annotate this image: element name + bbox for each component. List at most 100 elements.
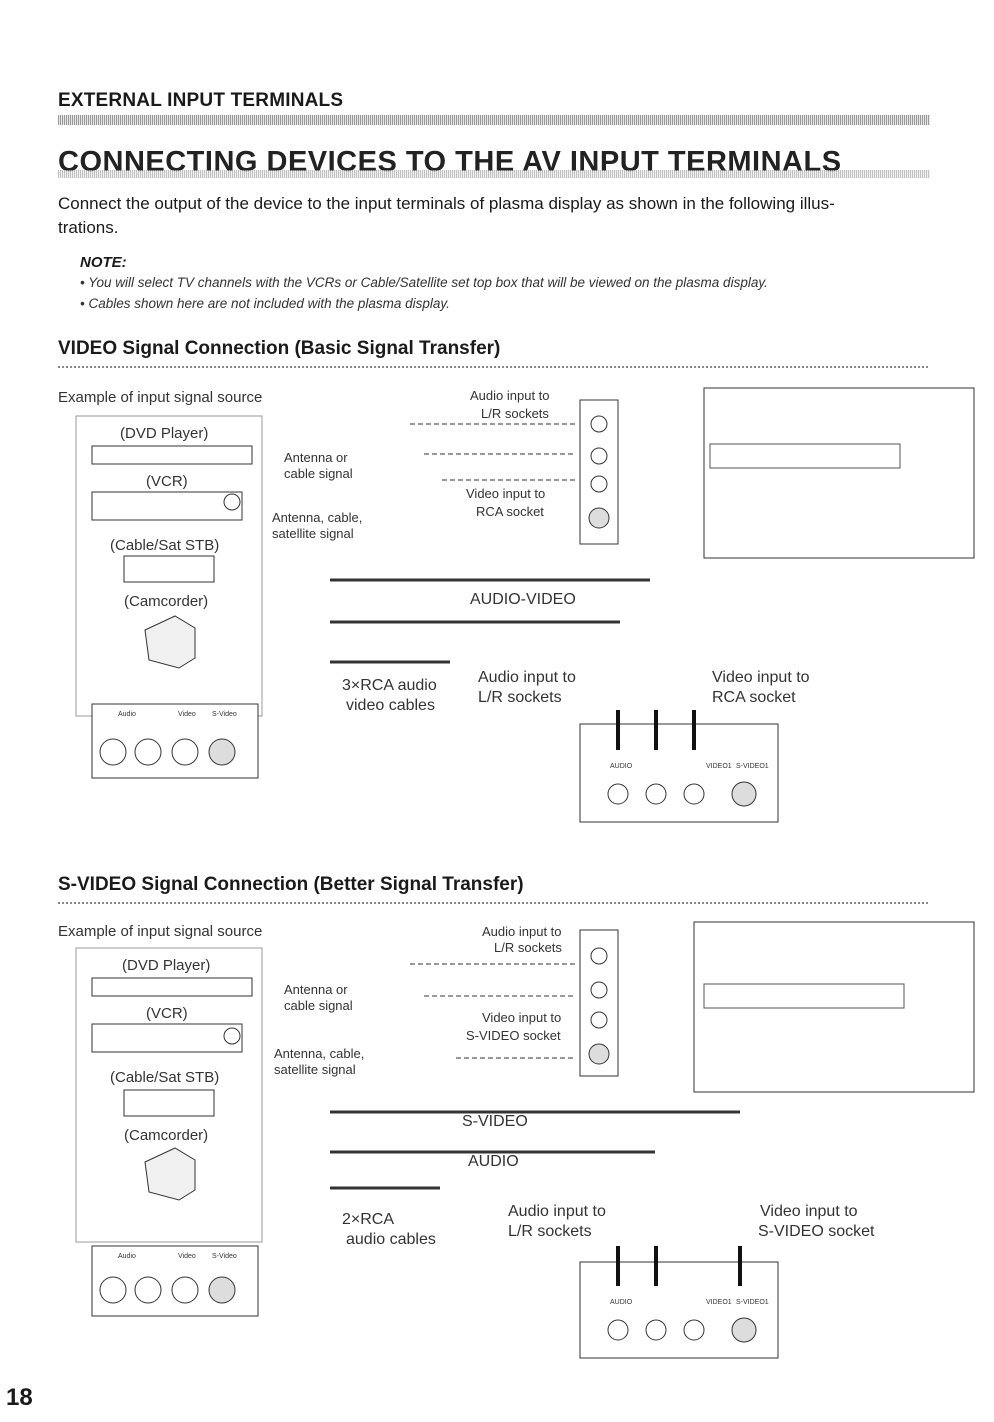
panel-label-svideo1: S-VIDEO1 — [736, 1299, 769, 1306]
svideo-section-rule — [58, 902, 930, 904]
panel-label-video1: VIDEO1 — [706, 1299, 732, 1306]
antenna2-label-2: satellite signal — [274, 1062, 356, 1077]
top-video-label-2: RCA socket — [476, 504, 544, 519]
side-jack-l-icon — [590, 981, 608, 999]
top-audio-label-2: L/R sockets — [494, 940, 562, 955]
panel-jack-video-icon — [683, 783, 705, 805]
panel-label-video1: VIDEO1 — [706, 763, 732, 770]
cables-lines — [330, 1110, 740, 1190]
vcr-dial-icon — [223, 493, 241, 511]
video-in-label-1: Video input to — [712, 669, 810, 686]
cable-stb-icon — [123, 1089, 215, 1117]
video-section-heading: VIDEO Signal Connection (Basic Signal Tr… — [58, 338, 501, 359]
video-in-label-1: Video input to — [760, 1203, 858, 1220]
display-panel-slot — [703, 983, 905, 1009]
display-input-panel — [579, 723, 779, 823]
side-jack-r-icon — [590, 415, 608, 433]
device-label-camcorder: (Camcorder) — [124, 1127, 208, 1144]
cable-stb-icon — [123, 555, 215, 583]
dvd-player-icon — [91, 445, 253, 465]
src-label-svideo: S-Video — [212, 1253, 237, 1260]
src-jack-svideo-icon — [208, 738, 236, 766]
title-underline — [58, 170, 930, 178]
camcorder-icon — [144, 615, 196, 669]
side-jack-r-icon — [590, 947, 608, 965]
src-label-video: Video — [178, 711, 196, 718]
device-label-dvd: (DVD Player) — [122, 957, 210, 974]
src-jack-audio-r-icon — [99, 1276, 127, 1304]
dashed-lead-lines — [410, 423, 576, 481]
panel-jack-video-icon — [683, 1319, 705, 1341]
panel-jack-audio-l-icon — [645, 1319, 667, 1341]
video-section-rule — [58, 366, 930, 368]
src-jack-audio-l-icon — [134, 738, 162, 766]
panel-jack-svideo-icon — [731, 781, 757, 807]
device-label-stb: (Cable/Sat STB) — [110, 537, 219, 554]
src-label-svideo: S-Video — [212, 711, 237, 718]
src-label-video: Video — [178, 1253, 196, 1260]
audio-in-label-1: Audio input to — [478, 669, 576, 686]
cable-desc-1: 2×RCA — [342, 1211, 394, 1228]
display-panel-slot — [709, 443, 901, 469]
panel-jack-svideo-icon — [731, 1317, 757, 1343]
antenna-label-1: Antenna or — [284, 982, 348, 997]
src-jack-svideo-icon — [208, 1276, 236, 1304]
vcr-dial-icon — [223, 1027, 241, 1045]
vcr-icon — [91, 491, 243, 521]
note-item-2: • Cables shown here are not included wit… — [80, 296, 450, 311]
dvd-player-icon — [91, 977, 253, 997]
svideo-section-heading: S-VIDEO Signal Connection (Better Signal… — [58, 874, 524, 895]
cable-label-2: AUDIO — [468, 1153, 519, 1170]
side-jack-svideo-icon — [588, 507, 610, 529]
vcr-icon — [91, 1023, 243, 1053]
panel-jack-audio-r-icon — [607, 783, 629, 805]
video-connection-diagram: Example of input signal source (DVD Play… — [58, 387, 975, 823]
example-label: Example of input signal source — [58, 923, 262, 940]
section-header: EXTERNAL INPUT TERMINALS — [58, 90, 344, 111]
plasma-display-rear-icon — [703, 387, 975, 559]
intro-line-1: Connect the output of the device to the … — [58, 194, 835, 213]
top-video-label-1: Video input to — [482, 1010, 561, 1025]
video-in-label-2: RCA socket — [712, 689, 796, 706]
panel-label-svideo1: S-VIDEO1 — [736, 763, 769, 770]
dashed-lead-lines — [410, 963, 576, 1059]
antenna2-label-1: Antenna, cable, — [272, 510, 362, 525]
cable-desc-2: audio cables — [346, 1231, 436, 1248]
side-jack-l-icon — [590, 447, 608, 465]
top-video-label-1: Video input to — [466, 486, 545, 501]
panel-jack-audio-r-icon — [607, 1319, 629, 1341]
device-label-vcr: (VCR) — [146, 1005, 188, 1022]
src-jack-video-icon — [171, 1276, 199, 1304]
svideo-connection-diagram: Example of input signal source (DVD Play… — [58, 921, 975, 1359]
panel-jack-audio-l-icon — [645, 783, 667, 805]
cable-desc-2: video cables — [346, 697, 435, 714]
note-label: NOTE: — [80, 254, 127, 271]
device-label-camcorder: (Camcorder) — [124, 593, 208, 610]
plasma-display-rear-icon — [693, 921, 975, 1093]
source-devices-frame — [75, 947, 263, 1243]
audio-in-label-1: Audio input to — [508, 1203, 606, 1220]
intro-line-2: trations. — [58, 218, 119, 237]
panel-label-audio: AUDIO — [610, 1299, 633, 1306]
cable-desc-1: 3×RCA audio — [342, 677, 437, 694]
down-arrows-icon — [616, 710, 696, 750]
antenna2-label-1: Antenna, cable, — [274, 1046, 364, 1061]
audio-in-label-2: L/R sockets — [478, 689, 562, 706]
antenna-label-2: cable signal — [284, 466, 353, 481]
panel-label-audio: AUDIO — [610, 763, 633, 770]
antenna-label-2: cable signal — [284, 998, 353, 1013]
src-label-audio: Audio — [118, 1253, 136, 1260]
device-label-dvd: (DVD Player) — [120, 425, 208, 442]
device-label-vcr: (VCR) — [146, 473, 188, 490]
cable-label: AUDIO-VIDEO — [470, 591, 576, 608]
top-audio-label-1: Audio input to — [482, 924, 562, 939]
example-label: Example of input signal source — [58, 389, 262, 406]
note-item-1: • You will select TV channels with the V… — [80, 275, 768, 290]
camcorder-icon — [144, 1147, 196, 1201]
rca-cable-lines — [330, 578, 650, 664]
intro-paragraph: Connect the output of the device to the … — [58, 192, 928, 240]
antenna-label-1: Antenna or — [284, 450, 348, 465]
display-input-panel — [579, 1261, 779, 1359]
top-audio-label-2: L/R sockets — [481, 406, 549, 421]
side-jack-video-icon — [590, 475, 608, 493]
